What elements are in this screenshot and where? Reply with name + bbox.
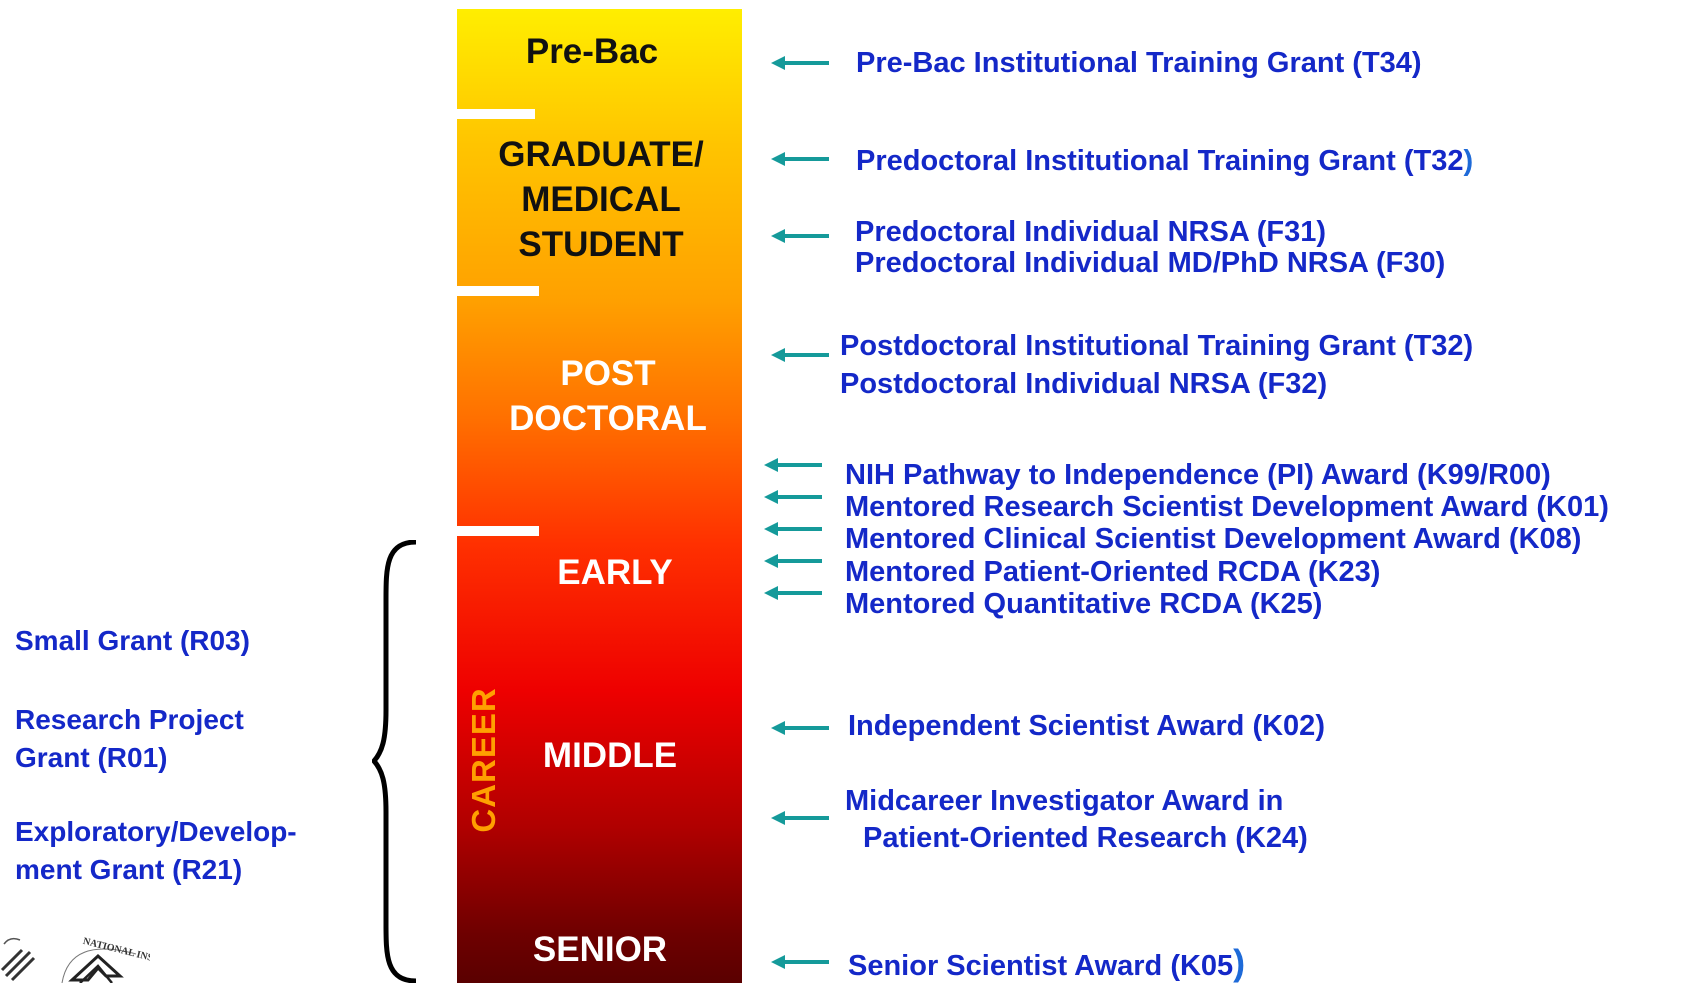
svg-text:NATIONAL INSTITUTE: NATIONAL INSTITUTE xyxy=(82,936,150,973)
stage-divider xyxy=(457,109,535,119)
stage-middle: MIDDLE xyxy=(542,736,678,775)
stage-postdoctoral-line: DOCTORAL xyxy=(509,399,707,438)
arrow-left-icon xyxy=(764,456,822,474)
stage-postdoctoral: POST DOCTORAL xyxy=(492,351,724,441)
grant-k02: Independent Scientist Award (K02) xyxy=(848,710,1325,742)
arrow-left-icon xyxy=(764,584,822,602)
grant-k05-text: Senior Scientist Award (K05 xyxy=(848,950,1234,982)
curly-brace-icon xyxy=(370,539,422,988)
grant-k24-line1: Midcareer Investigator Award in xyxy=(845,785,1284,817)
grant-k23: Mentored Patient-Oriented RCDA (K23) xyxy=(845,556,1381,588)
stage-graduate: GRADUATE/ MEDICAL STUDENT xyxy=(480,132,722,267)
grant-k24-line2: Patient-Oriented Research (K24) xyxy=(863,822,1308,854)
stage-graduate-line: GRADUATE/ xyxy=(498,135,704,174)
stage-senior: SENIOR xyxy=(532,930,668,969)
research-grant-r03: Small Grant (R03) xyxy=(15,622,250,660)
research-grant-r01: Research Project Grant (R01) xyxy=(15,701,244,777)
arrow-left-icon xyxy=(764,520,822,538)
grant-t32-postdoc: Postdoctoral Institutional Training Gran… xyxy=(840,330,1474,362)
research-grant-line: Grant (R01) xyxy=(15,742,168,773)
grant-f31: Predoctoral Individual NRSA (F31) xyxy=(855,216,1327,248)
research-grant-line: Small Grant (R03) xyxy=(15,625,250,656)
research-grant-r21: Exploratory/Develop- ment Grant (R21) xyxy=(15,813,297,889)
arrow-left-icon xyxy=(771,346,829,364)
stage-graduate-line: MEDICAL xyxy=(521,180,681,219)
research-grant-line: Research Project xyxy=(15,704,244,735)
arrow-left-icon xyxy=(771,227,829,245)
grant-k08: Mentored Clinical Scientist Development … xyxy=(845,523,1582,555)
grant-k05-paren: ) xyxy=(1233,942,1246,983)
grant-k99: NIH Pathway to Independence (PI) Award (… xyxy=(845,459,1551,491)
stage-divider xyxy=(457,286,539,296)
stage-graduate-line: STUDENT xyxy=(518,225,684,264)
grant-k05: Senior Scientist Award (K05) xyxy=(848,945,1245,983)
grant-k25: Mentored Quantitative RCDA (K25) xyxy=(845,588,1323,620)
grant-t32-predoc: Predoctoral Institutional Training Grant… xyxy=(856,145,1473,177)
arrow-left-icon xyxy=(771,150,829,168)
grant-t34: Pre-Bac Institutional Training Grant (T3… xyxy=(856,47,1422,79)
career-stage-bar xyxy=(457,9,742,983)
grant-t32-predoc-text: Predoctoral Institutional Training Grant… xyxy=(856,145,1464,177)
stage-divider xyxy=(457,526,539,536)
arrow-left-icon xyxy=(764,552,822,570)
stage-early: EARLY xyxy=(557,553,673,592)
arrow-left-icon xyxy=(771,54,829,72)
career-label-text: CAREER xyxy=(465,687,502,833)
research-grant-line: Exploratory/Develop- xyxy=(15,816,297,847)
grant-f30: Predoctoral Individual MD/PhD NRSA (F30) xyxy=(855,247,1446,279)
arrow-left-icon xyxy=(764,488,822,506)
arrow-left-icon xyxy=(771,953,829,971)
grant-t32-predoc-paren: ) xyxy=(1463,145,1474,177)
arrow-left-icon xyxy=(771,719,829,737)
stage-postdoctoral-line: POST xyxy=(560,354,656,393)
grant-f32: Postdoctoral Individual NRSA (F32) xyxy=(840,368,1328,400)
nih-seal-logo: NATIONAL INSTITUTE xyxy=(0,930,191,988)
arrow-left-icon xyxy=(771,809,829,827)
research-grant-line: ment Grant (R21) xyxy=(15,854,243,885)
grant-k01: Mentored Research Scientist Development … xyxy=(845,491,1609,523)
stage-prebac: Pre-Bac xyxy=(525,32,659,71)
